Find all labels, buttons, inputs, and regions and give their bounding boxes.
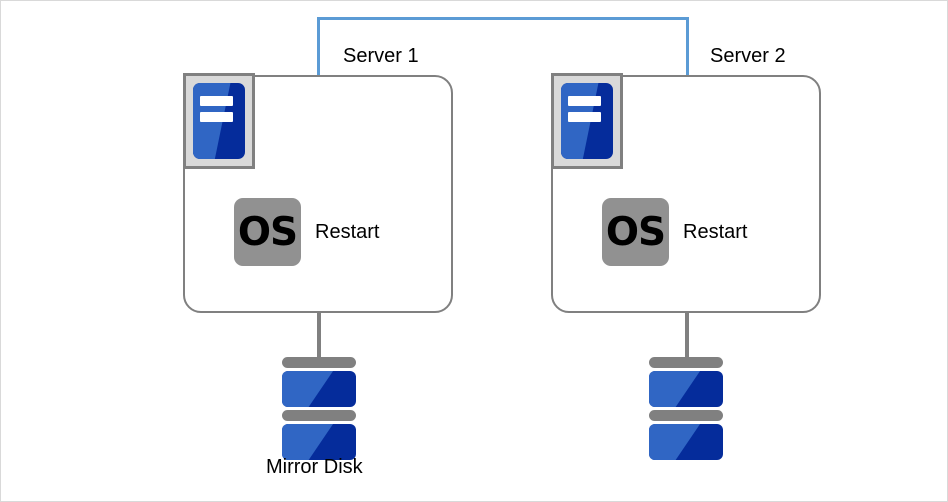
server-2-mirror-disk-icon <box>649 357 723 460</box>
server-1-status-text: Restart <box>315 220 380 243</box>
interconnect-right-drop-line <box>686 17 689 75</box>
mirror-disk-label: Mirror Disk <box>266 456 363 478</box>
server-2-status-text: Restart <box>683 220 748 243</box>
server-icon-bar-bottom <box>200 111 233 122</box>
disk-bar-top <box>282 357 356 368</box>
disk-platter-top <box>649 371 723 407</box>
server-2-server-icon <box>551 73 623 169</box>
server-2-disk-connector <box>685 311 689 359</box>
disk-bar-top <box>649 357 723 368</box>
server-icon-bar-top <box>568 95 601 106</box>
server-2-os-status: OS Restart <box>602 198 747 266</box>
disk-platter-bottom <box>282 424 356 460</box>
interconnect-horizontal-line <box>317 17 689 20</box>
server-1-disk-connector <box>317 311 321 359</box>
server-1-label: Server 1 <box>343 45 419 67</box>
server-1-server-icon <box>183 73 255 169</box>
os-badge-icon: OS <box>234 198 301 266</box>
server-icon-bar-bottom <box>568 111 601 122</box>
server-icon-body <box>561 83 613 159</box>
disk-platter-bottom <box>649 424 723 460</box>
disk-bar-middle <box>649 410 723 421</box>
server-icon-bar-top <box>200 95 233 106</box>
server-icon-body <box>193 83 245 159</box>
os-badge-icon: OS <box>602 198 669 266</box>
interconnect-left-drop-line <box>317 17 320 75</box>
server-1-mirror-disk-icon <box>282 357 356 460</box>
server-2-label: Server 2 <box>710 45 786 67</box>
server-1-os-status: OS Restart <box>234 198 379 266</box>
disk-platter-top <box>282 371 356 407</box>
disk-bar-middle <box>282 410 356 421</box>
